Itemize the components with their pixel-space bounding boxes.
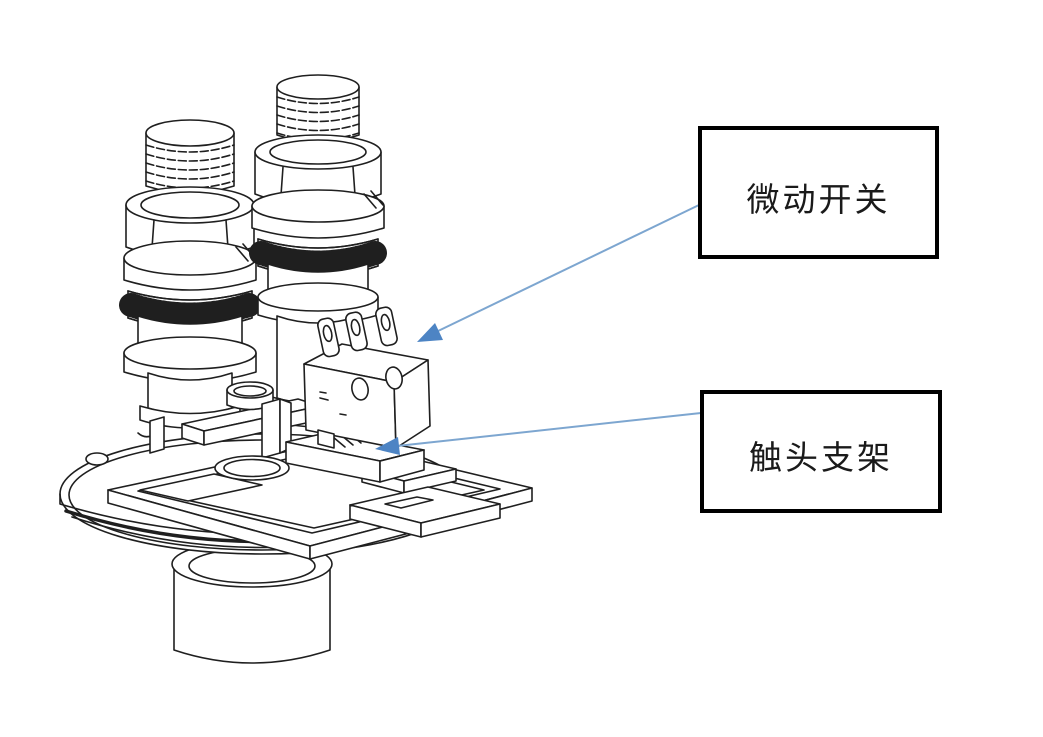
support-post bbox=[261, 398, 281, 459]
stud-top bbox=[276, 74, 360, 100]
label-box-micro-switch: 微动开关 bbox=[698, 126, 939, 259]
terminal-tab bbox=[375, 306, 398, 347]
label-box-contact-bracket: 触头支架 bbox=[700, 390, 942, 513]
label-micro-switch: 微动开关 bbox=[746, 180, 891, 218]
arrowhead-icon bbox=[375, 437, 400, 455]
arrow-line bbox=[435, 204, 700, 333]
micro-switch bbox=[303, 306, 431, 449]
switch-plunger bbox=[317, 429, 335, 449]
disc-notch-hole bbox=[85, 452, 109, 466]
base-plate bbox=[107, 381, 533, 560]
terminal-tab bbox=[345, 311, 368, 352]
arrow-line bbox=[396, 412, 702, 447]
label-contact-bracket: 触头支架 bbox=[749, 438, 893, 476]
switch-hole bbox=[385, 366, 403, 390]
arrow-to-contact-bracket bbox=[375, 412, 702, 455]
terminal-tab bbox=[317, 317, 340, 358]
left-sensor-unit bbox=[119, 119, 261, 429]
switch-hole bbox=[351, 377, 369, 401]
base-cylinder bbox=[171, 540, 333, 664]
arrow-to-micro-switch bbox=[417, 204, 700, 342]
stud-top bbox=[145, 119, 235, 147]
arrowhead-icon bbox=[417, 323, 443, 342]
